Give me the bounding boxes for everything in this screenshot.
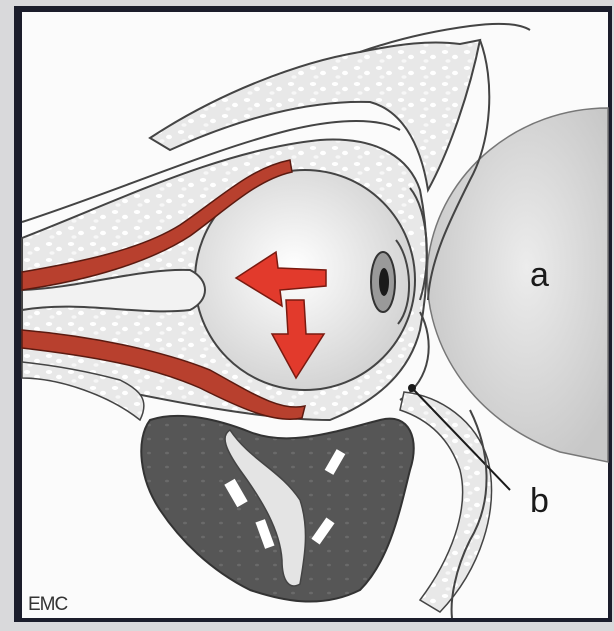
label-b: b [530,484,549,518]
credit-logo: EMC [28,594,67,616]
pupil [379,268,389,296]
label-a: a [530,258,549,292]
